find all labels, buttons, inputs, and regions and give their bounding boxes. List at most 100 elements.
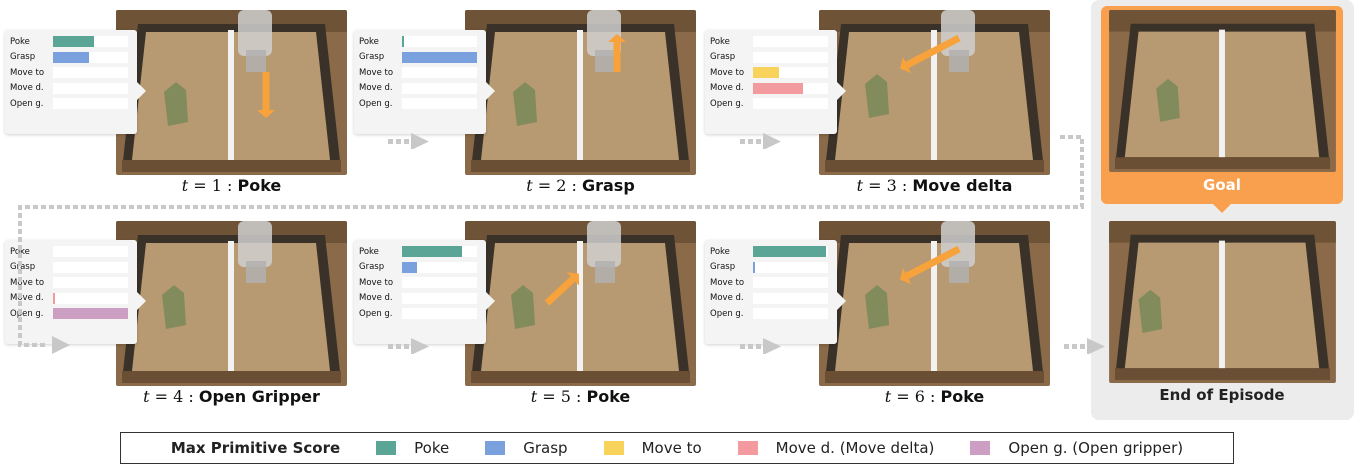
caption-time-value: 3 [886, 176, 897, 195]
scene-goal [1109, 10, 1336, 172]
score-row-open-gripper: Open g. [359, 96, 481, 112]
robot-gripper [595, 50, 615, 72]
score-track [402, 98, 477, 110]
score-label: Open g. [359, 308, 393, 319]
caption-time-var: t [530, 387, 538, 406]
caption-primitive: Poke [940, 387, 985, 406]
score-track [753, 308, 828, 320]
bin-divider [577, 30, 583, 160]
legend-swatch [603, 441, 624, 455]
caption-primitive: Poke [586, 387, 631, 406]
legend-label: Grasp [523, 439, 568, 457]
caption-primitive: Grasp [581, 176, 635, 195]
score-bar [753, 246, 826, 258]
score-label: Open g. [359, 98, 393, 109]
legend-label: Poke [414, 439, 450, 457]
scene-image [116, 221, 347, 386]
score-label: Move d. [710, 83, 744, 94]
scene-image [1109, 221, 1336, 383]
score-row-open-gripper: Open g. [710, 306, 832, 322]
score-row-poke: Poke [710, 244, 832, 260]
caption-time-var: t [856, 176, 864, 195]
goal-pointer [1213, 204, 1231, 213]
object [865, 74, 889, 118]
score-track [402, 277, 477, 289]
score-track [753, 36, 828, 48]
bin-divider [1219, 29, 1225, 158]
caption-time-value: 1 [211, 176, 222, 195]
robot-gripper [949, 50, 969, 72]
score-track [53, 67, 128, 79]
score-row-move-delta: Move d. [10, 291, 132, 307]
score-row-move-to: Move to [10, 65, 132, 81]
scene-image [465, 221, 696, 386]
caption-time-var: t [884, 387, 892, 406]
score-label: Move d. [710, 293, 744, 304]
action-arrow-head [566, 272, 580, 286]
score-row-grasp: Grasp [359, 260, 481, 276]
score-row-open-gripper: Open g. [710, 96, 832, 112]
legend-label: Open g. (Open gripper) [1008, 439, 1184, 457]
scene-step-6 [819, 221, 1050, 386]
bin-front [471, 160, 690, 172]
score-track [402, 82, 477, 94]
score-bar [753, 82, 804, 94]
score-label: Open g. [710, 98, 744, 109]
caption-colon: : [566, 176, 582, 195]
score-label: Grasp [710, 262, 736, 273]
score-label: Grasp [710, 52, 736, 63]
score-track [53, 246, 128, 258]
caption-primitive: Open Gripper [198, 387, 320, 406]
score-bar [753, 261, 756, 273]
scene-image [1109, 10, 1336, 172]
robot-arm [238, 221, 272, 267]
legend-item-move-to: Move to [603, 439, 702, 457]
flow-arrow-2-3 [740, 133, 781, 149]
object [1138, 289, 1163, 333]
legend-swatch [970, 441, 991, 455]
bin-divider [1219, 240, 1225, 369]
score-row-grasp: Grasp [710, 260, 832, 276]
caption-step-5: t = 5 : Poke [465, 387, 696, 409]
legend-item-open-gripper: Open g. (Open gripper) [970, 439, 1183, 457]
score-label: Grasp [10, 52, 36, 63]
score-bar [53, 36, 95, 48]
legend-item-grasp: Grasp [485, 439, 568, 457]
robot-arm [941, 10, 975, 56]
score-label: Grasp [10, 262, 36, 273]
action-arrow-head [257, 110, 275, 118]
robot-arm [238, 10, 272, 56]
score-track [53, 82, 128, 94]
score-row-open-gripper: Open g. [10, 96, 132, 112]
score-row-move-to: Move to [359, 275, 481, 291]
score-track [53, 36, 128, 48]
score-track [53, 261, 128, 273]
score-row-open-gripper: Open g. [10, 306, 132, 322]
score-track [753, 67, 828, 79]
legend-swatch [485, 441, 506, 455]
end-of-episode-label: End of Episode [1159, 386, 1285, 404]
action-arrow-shaft [905, 34, 961, 69]
score-bar [402, 51, 477, 63]
scene-image [819, 221, 1050, 386]
bin-divider [228, 30, 234, 160]
score-bar [402, 246, 462, 258]
legend-item-poke: Poke [376, 439, 449, 457]
score-label: Move d. [10, 83, 44, 94]
scene-step-3 [819, 10, 1050, 175]
object [513, 82, 537, 126]
score-label: Poke [359, 36, 379, 47]
score-track [402, 292, 477, 304]
legend-swatch [376, 441, 397, 455]
caption-time-value: 5 [560, 387, 571, 406]
score-label: Move d. [359, 293, 393, 304]
object [164, 82, 188, 126]
score-row-move-delta: Move d. [359, 81, 481, 97]
caption-time-value: 6 [914, 387, 925, 406]
caption-equals: = [537, 387, 561, 406]
legend-label: Move d. (Move delta) [775, 439, 935, 457]
score-label: Move to [710, 277, 745, 288]
